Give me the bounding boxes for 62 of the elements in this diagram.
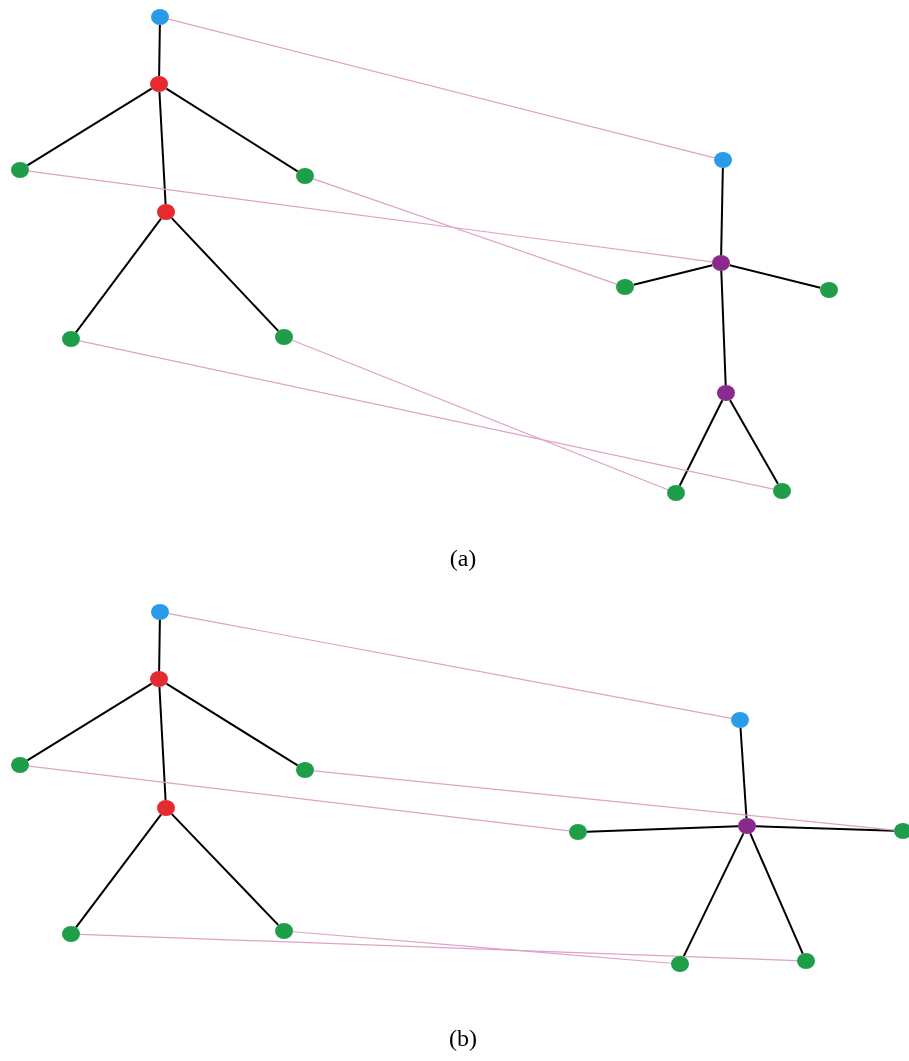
joint-circle: [820, 282, 838, 298]
joint-circle: [62, 331, 80, 347]
joint-circle: [296, 168, 314, 184]
bone-line: [165, 682, 299, 767]
joint-circle: [275, 329, 293, 345]
correspondence-line: [79, 933, 798, 962]
joint-circle: [671, 956, 689, 972]
joint-circle: [150, 671, 168, 687]
joint-circle: [714, 152, 732, 168]
joint-circle: [157, 800, 175, 816]
joint-circle: [62, 926, 80, 942]
correspondence-line: [168, 18, 715, 159]
joint-circle: [773, 483, 791, 499]
joint-circle: [569, 824, 587, 840]
joint-circle: [157, 204, 175, 220]
bone-line: [158, 686, 167, 801]
bone-line: [75, 217, 162, 334]
bone-line: [678, 399, 724, 487]
joint-circle: [616, 279, 634, 295]
joint-circle: [150, 76, 168, 92]
joint-circle: [712, 255, 730, 271]
correspondence-line: [312, 178, 618, 285]
joint-circle: [296, 762, 314, 778]
correspondence-line: [79, 340, 774, 490]
bone-line: [75, 813, 162, 929]
correspondence-line: [291, 339, 669, 491]
joint-circle: [667, 485, 685, 501]
bone-line: [158, 24, 161, 77]
bone-line: [26, 87, 153, 167]
bone-line: [728, 264, 822, 289]
joint-circle: [738, 818, 756, 834]
joint-circle: [11, 757, 29, 773]
correspondence-line: [168, 613, 732, 719]
joint-circle: [275, 923, 293, 939]
bone-line: [729, 399, 779, 485]
bone-line: [158, 619, 161, 672]
bone-line: [720, 167, 724, 256]
subfigure-label: (b): [449, 1025, 477, 1052]
bone-line: [682, 832, 745, 958]
joint-circle: [11, 162, 29, 178]
subfigure-label: (a): [449, 545, 477, 572]
joint-circle: [151, 604, 169, 620]
joint-circle: [797, 953, 815, 969]
joint-circle: [731, 712, 749, 728]
bone-line: [632, 264, 714, 286]
bone-line: [158, 91, 167, 205]
bone-line: [170, 813, 280, 926]
bone-line: [26, 682, 153, 762]
correspondence-line: [28, 765, 570, 832]
correspondence-line: [292, 931, 672, 964]
bone-line: [720, 270, 727, 386]
joint-circle: [151, 9, 169, 25]
correspondence-line: [28, 170, 713, 263]
bone-line: [739, 727, 748, 819]
correspondence-line: [313, 770, 895, 831]
bone-line: [165, 87, 299, 173]
joint-circle: [717, 385, 735, 401]
bone-line: [170, 217, 280, 332]
bone-line: [586, 825, 739, 833]
bone-line: [749, 832, 804, 955]
bone-line: [755, 825, 895, 832]
joint-circle: [894, 823, 909, 839]
